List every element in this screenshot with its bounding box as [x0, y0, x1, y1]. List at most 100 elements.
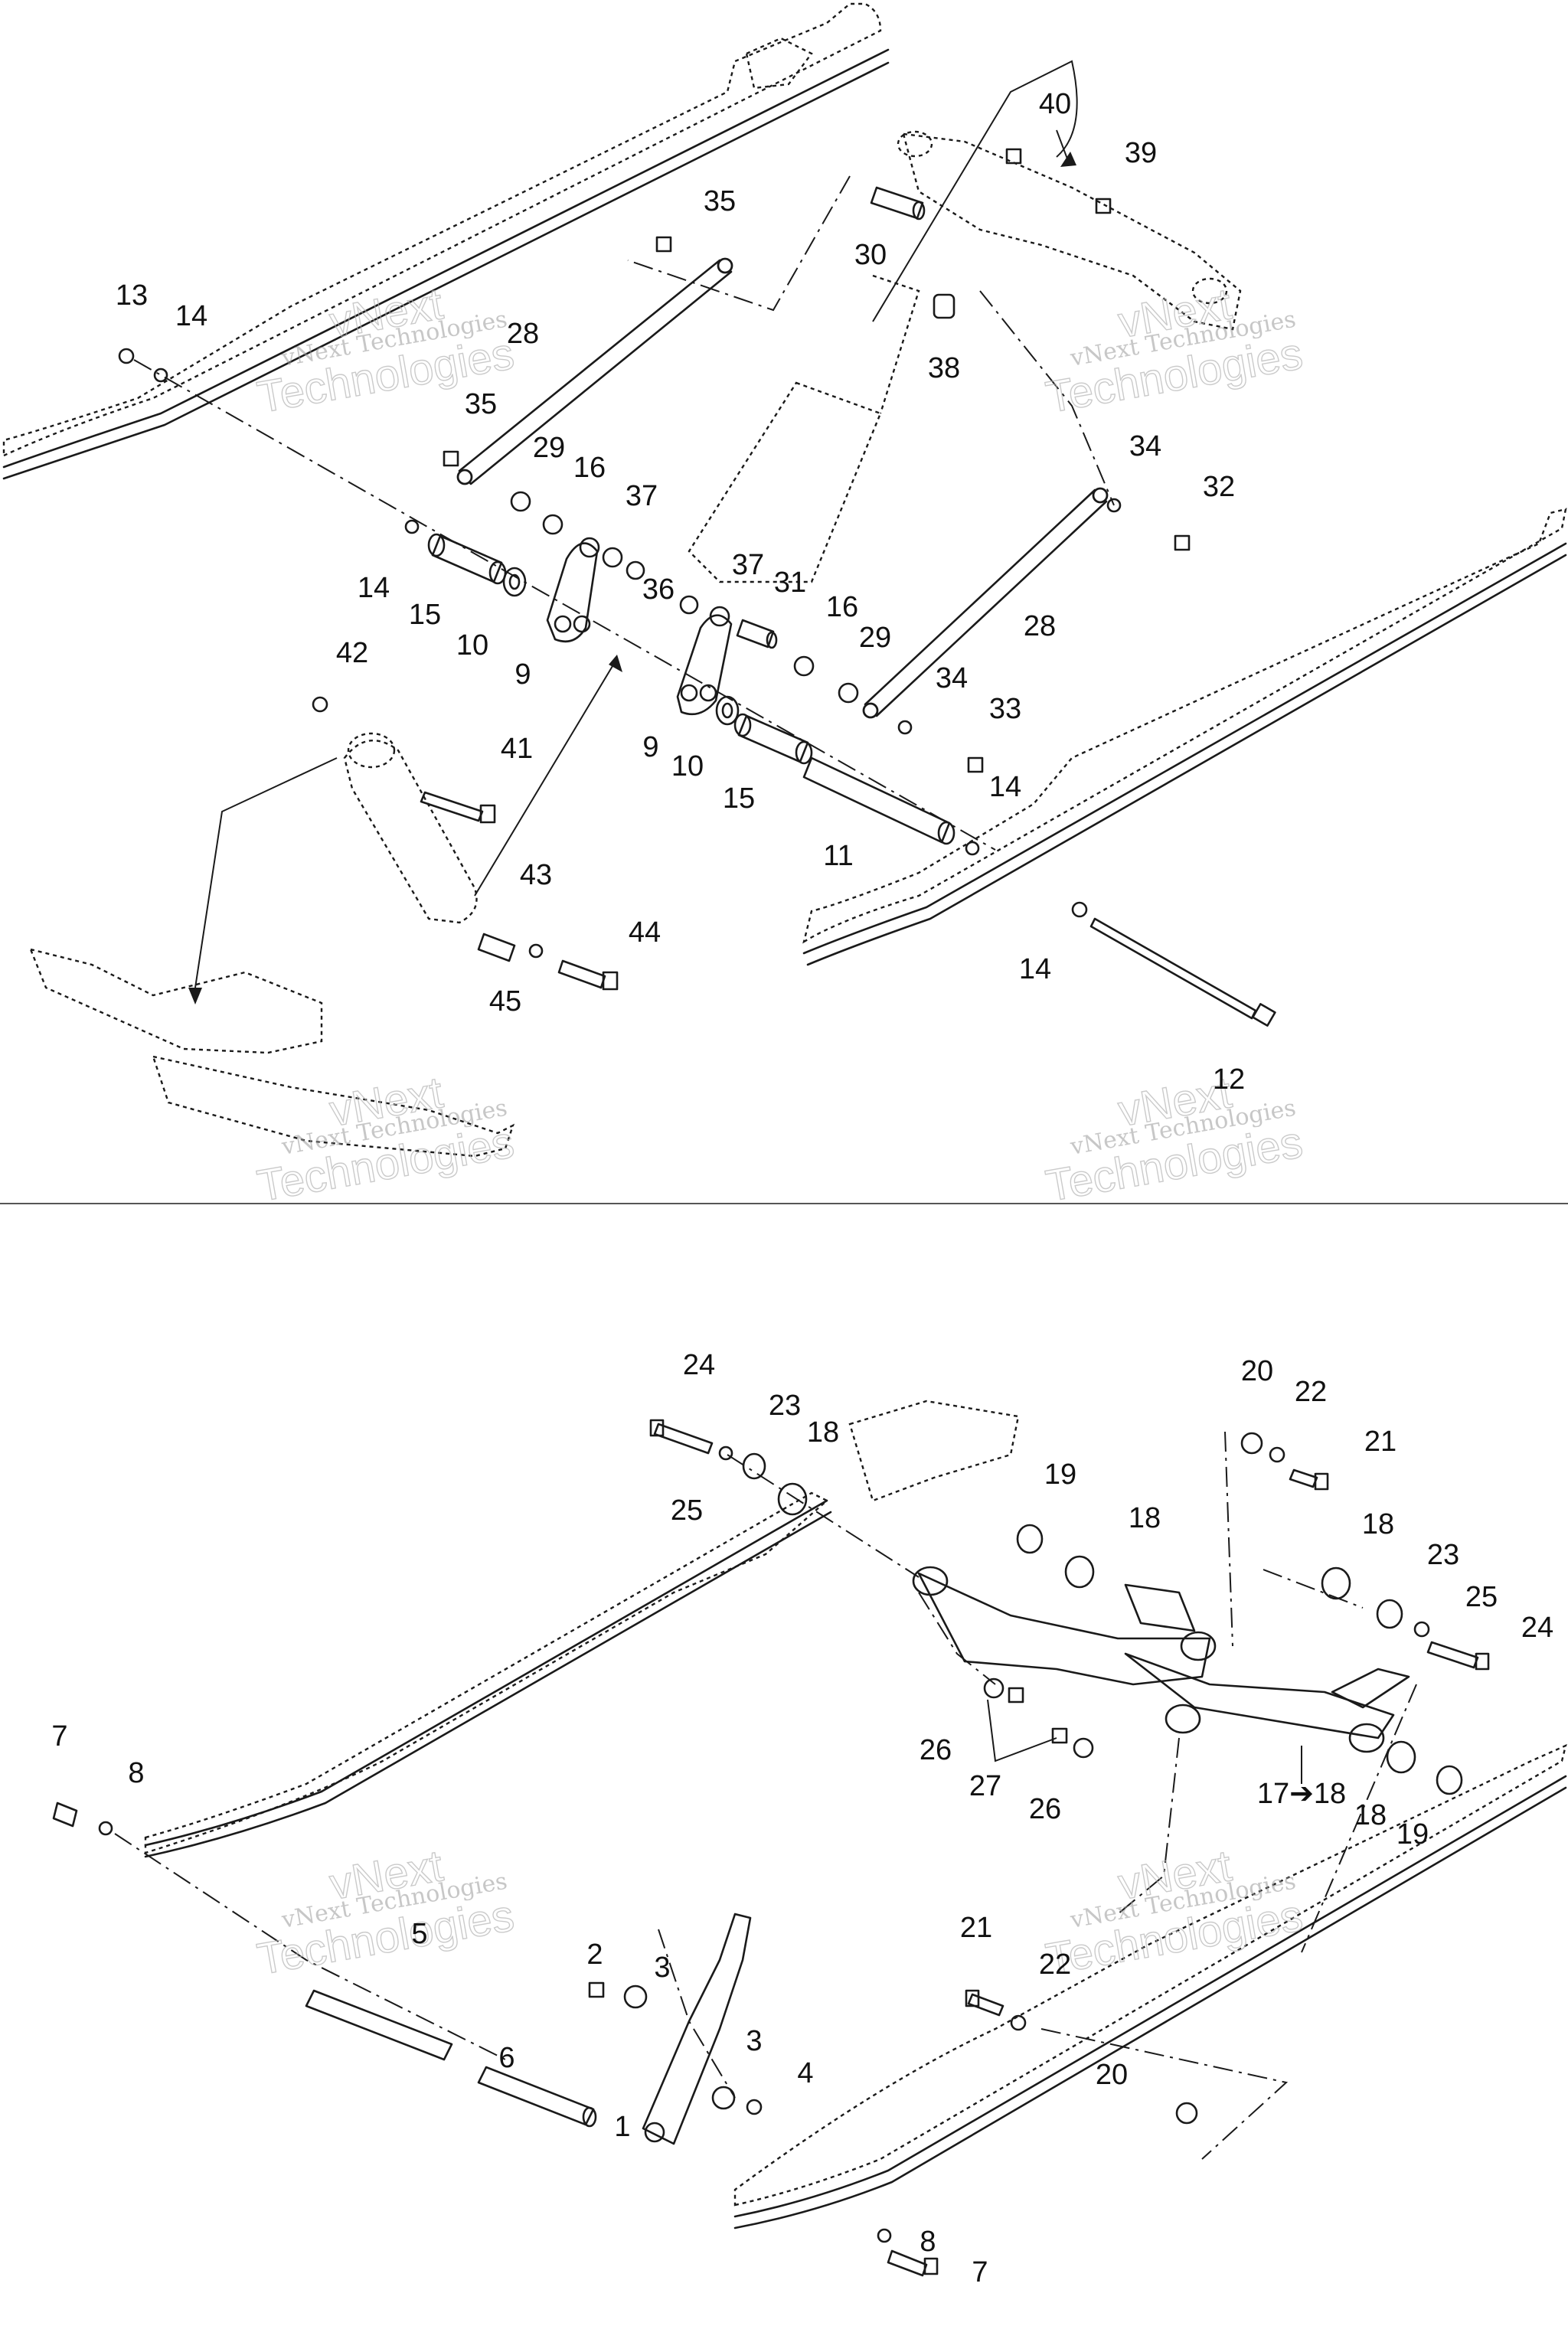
lower-callout-8: 18	[1362, 1508, 1394, 1540]
upper-callout-36: 14	[1019, 953, 1051, 985]
lower-callout-10: 23	[1427, 1539, 1459, 1571]
lower-callout-26: 3	[746, 2025, 762, 2057]
lower-callout-30: 1	[614, 2111, 630, 2143]
watermark-2: vNext vNext Technologies Technologies	[1042, 279, 1307, 423]
swing-arm-left	[546, 537, 600, 643]
lower-callout-19: 18	[1354, 1799, 1387, 1831]
upper-callout-34: 44	[629, 916, 661, 949]
lower-callout-27: 6	[498, 2042, 514, 2074]
bolt-44	[557, 959, 619, 991]
upper-callout-11: 29	[533, 432, 565, 464]
lower-callout-31: 8	[920, 2226, 936, 2258]
spacer-43	[477, 933, 544, 962]
bolt-24-right	[1426, 1641, 1490, 1671]
upper-callout-32: 11	[823, 840, 853, 872]
upper-callout-30: 15	[723, 782, 755, 815]
tube-5	[305, 1989, 453, 2061]
upper-callout-0: 40	[1039, 88, 1071, 120]
upper-callout-15: 15	[409, 599, 441, 631]
spacer-tube-15-left	[427, 533, 507, 585]
upper-callout-33: 43	[520, 859, 552, 891]
bushings-18-19	[742, 1452, 1463, 1795]
rail-lower-left	[144, 1400, 1020, 1858]
upper-callout-7: 38	[928, 352, 960, 384]
upper-callout-19: 31	[774, 567, 806, 599]
watermark-group: vNext vNext Technologies Technologies vN…	[253, 279, 1307, 1985]
center-shock-absorber	[688, 274, 920, 583]
upper-callout-17: 36	[642, 573, 675, 606]
upper-callout-18: 37	[732, 549, 764, 581]
lower-callout-9: 25	[671, 1494, 703, 1527]
upper-callout-4: 13	[116, 279, 148, 312]
upper-callout-3: 30	[854, 239, 887, 271]
rail-lower-right	[733, 1743, 1567, 2230]
rear-arm-lower	[912, 1566, 1410, 1753]
upper-callout-24: 42	[336, 637, 368, 669]
lower-callout-2: 23	[769, 1390, 801, 1422]
lower-callout-17: 8	[128, 1757, 144, 1789]
upper-callout-37: 12	[1213, 1063, 1245, 1096]
lower-callout-14: 27	[969, 1770, 1001, 1802]
bolt-7-left	[52, 1802, 78, 1828]
upper-callout-31: 14	[989, 771, 1021, 803]
linkage-rod-left	[456, 257, 733, 485]
upper-callout-21: 29	[859, 622, 891, 654]
lower-callout-5: 21	[1364, 1426, 1396, 1458]
upper-callout-23: 9	[514, 658, 531, 691]
upper-callout-1: 39	[1125, 137, 1157, 169]
bolt-24-left	[649, 1419, 714, 1455]
swing-arm-right	[676, 606, 733, 716]
upper-callout-8: 35	[465, 388, 497, 420]
lower-callout-20: 19	[1396, 1818, 1429, 1851]
spacer-tube-15-right	[733, 713, 813, 765]
upper-callout-10: 32	[1203, 471, 1235, 503]
bolt-21-lower	[965, 1989, 1004, 2017]
lower-callout-28: 4	[797, 2057, 813, 2089]
spacer-31	[736, 619, 778, 649]
upper-callout-29: 10	[671, 750, 704, 782]
lower-callout-6: 19	[1044, 1459, 1076, 1491]
leader-lines-upper	[133, 60, 1115, 1004]
small-hardware-upper	[118, 148, 1191, 918]
front-arm-bracket	[897, 130, 1242, 331]
callout-labels-upper: 4039353013142838353432291637141510363731…	[116, 88, 1245, 1096]
bolt-21-upper	[1289, 1468, 1329, 1491]
lower-callout-3: 22	[1295, 1376, 1327, 1408]
upper-callout-5: 14	[175, 300, 207, 332]
tube-6	[477, 2066, 597, 2128]
lower-callout-13: 26	[920, 1734, 952, 1766]
upper-callout-27: 41	[501, 733, 533, 765]
lower-assembly	[52, 1400, 1567, 2277]
lower-callout-11: 25	[1465, 1581, 1498, 1613]
upper-callout-28: 9	[642, 731, 658, 763]
bolt-12	[1089, 917, 1276, 1027]
rail-upper-right	[802, 508, 1567, 966]
upper-callout-14: 14	[358, 572, 390, 604]
lower-callout-15: 26	[1029, 1793, 1061, 1825]
upper-callout-26: 33	[989, 693, 1021, 725]
upper-callout-6: 28	[507, 318, 539, 350]
lower-callout-12: 24	[1521, 1612, 1553, 1644]
spacer-30	[870, 186, 926, 220]
shock-bolt-41	[420, 791, 496, 824]
upper-callout-16: 10	[456, 629, 488, 662]
lower-callout-21: 5	[411, 1918, 427, 1950]
lower-callout-22: 21	[960, 1912, 992, 1944]
lower-callout-16: 7	[51, 1720, 67, 1753]
lower-callout-25: 22	[1039, 1949, 1071, 1981]
lower-callout-18: 17➔18	[1257, 1778, 1346, 1810]
front-bracket	[642, 1913, 752, 2145]
rear-shock-absorber	[343, 732, 478, 924]
lower-callout-24: 3	[654, 1952, 670, 1984]
bushing-38	[933, 293, 956, 319]
upper-callout-35: 45	[489, 985, 521, 1018]
lower-callout-4: 18	[807, 1416, 839, 1449]
linkage-rod-right	[862, 487, 1109, 719]
upper-assembly	[2, 2, 1567, 1158]
lower-callout-23: 2	[586, 1939, 603, 1971]
leader-lines-lower	[114, 1431, 1417, 2160]
lower-callout-1: 20	[1241, 1355, 1273, 1387]
upper-callout-20: 16	[826, 591, 858, 623]
